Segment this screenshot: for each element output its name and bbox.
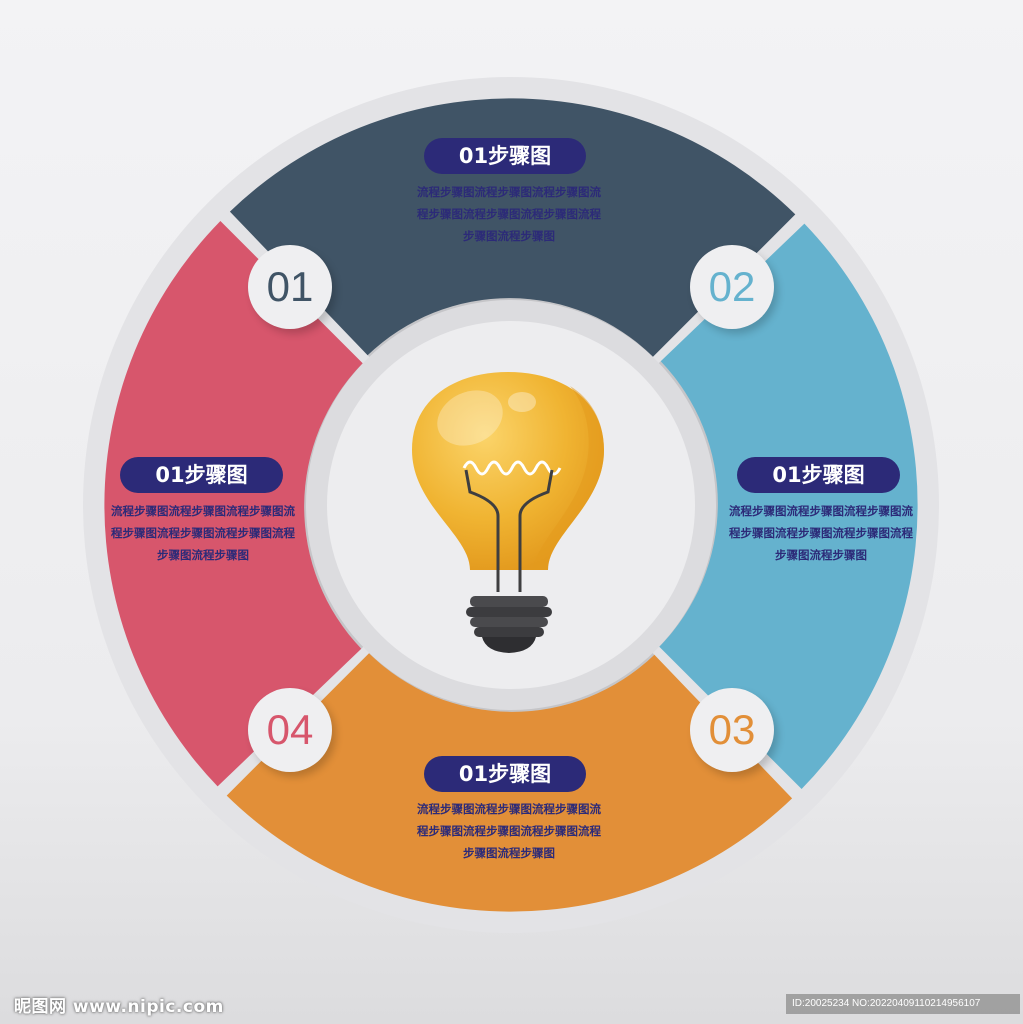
step-number-01: 01 — [248, 245, 332, 329]
step-text-03: 流程步骤图流程步骤图流程步骤图流程步骤图流程步骤图流程步骤图流程步骤图流程步骤图 — [417, 802, 601, 860]
step-text-04: 流程步骤图流程步骤图流程步骤图流程步骤图流程步骤图流程步骤图流程步骤图流程步骤图 — [111, 504, 295, 562]
segment-01 — [229, 98, 796, 357]
watermark-right: ID:20025234 NO:20220409110214956107 — [786, 994, 1020, 1014]
step-text-01: 流程步骤图流程步骤图流程步骤图流程步骤图流程步骤图流程步骤图流程步骤图流程步骤图 — [417, 185, 601, 243]
step-number-03: 03 — [690, 688, 774, 772]
step-text-02: 流程步骤图流程步骤图流程步骤图流程步骤图流程步骤图流程步骤图流程步骤图流程步骤图 — [729, 504, 913, 562]
step-number-04: 04 — [248, 688, 332, 772]
segment-02 — [659, 223, 918, 790]
step-number-02: 02 — [690, 245, 774, 329]
step-title-01: 01步骤图 — [424, 138, 586, 174]
segment-04 — [104, 221, 363, 787]
watermark-left: 昵图网 www.nipic.com — [14, 997, 224, 1017]
step-title-03: 01步骤图 — [424, 756, 586, 792]
step-title-02: 01步骤图 — [737, 457, 900, 493]
light-bulb-icon — [412, 372, 604, 653]
step-title-04: 01步骤图 — [120, 457, 283, 493]
